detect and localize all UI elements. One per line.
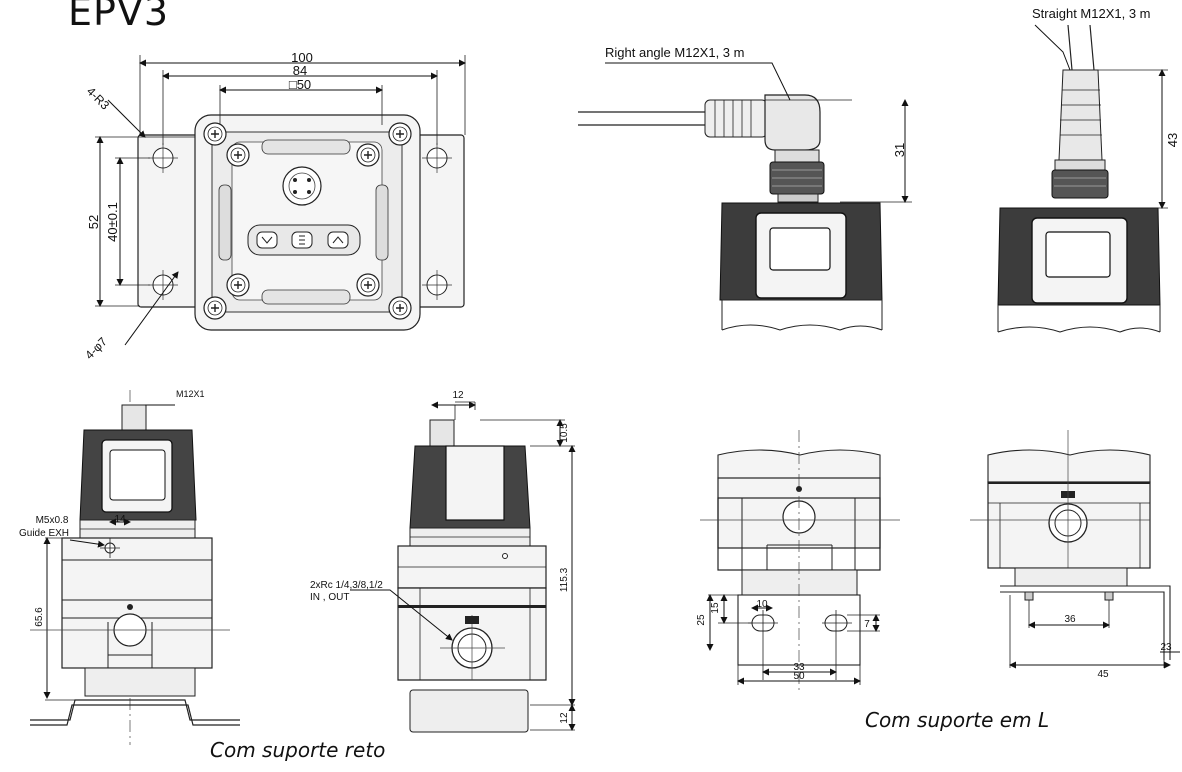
straight-view xyxy=(997,24,1168,333)
caption-l-bracket: Com suporte em L xyxy=(865,708,1050,732)
bracket-dim-23: 23 xyxy=(1160,642,1172,653)
dim-14: 14 xyxy=(114,514,126,525)
top-view xyxy=(95,55,466,346)
page-title: EPV3 xyxy=(68,0,170,34)
right-angle-view xyxy=(578,62,912,331)
bracket-side-view xyxy=(970,430,1180,669)
dim-r3: 4-R3 xyxy=(84,84,113,113)
up-key-icon xyxy=(327,231,349,249)
dim-31: 31 xyxy=(892,143,907,157)
down-key-icon xyxy=(256,231,278,249)
dim-50-square: □50 xyxy=(289,77,311,92)
bracket-dim-25: 25 xyxy=(696,614,707,626)
bracket-dim-45: 45 xyxy=(1097,669,1109,680)
exh-label-2: Guide EXH xyxy=(19,528,69,539)
dim-65-6: 65.6 xyxy=(34,607,45,627)
dim-100: 100 xyxy=(291,50,313,65)
bracket-dim-33: 33 xyxy=(793,662,805,673)
cable-straight xyxy=(1067,24,1095,71)
dim-10-5: 10.5 xyxy=(559,423,570,443)
m12-label: M12X1 xyxy=(176,389,205,399)
side-view xyxy=(350,401,576,733)
caption-straight-bracket: Com suporte reto xyxy=(210,738,386,762)
bracket-dim-10: 10 xyxy=(756,599,768,610)
dim-12-bottom: 12 xyxy=(559,712,570,724)
port-label-2: IN , OUT xyxy=(310,592,349,603)
cable-right-angle xyxy=(578,111,705,126)
dim-12-top: 12 xyxy=(452,390,464,401)
dim-52: 52 xyxy=(86,215,101,229)
port-label-1: 2xRc 1/4,3/8,1/2 xyxy=(310,580,383,591)
exh-label-1: M5x0.8 xyxy=(36,515,69,526)
dim-40: 40±0.1 xyxy=(105,202,120,242)
bracket-dim-15: 15 xyxy=(710,602,721,614)
bracket-dim-36: 36 xyxy=(1064,614,1076,625)
right-angle-label: Right angle M12X1, 3 m xyxy=(605,45,744,60)
bracket-front-view xyxy=(700,430,900,690)
dim-43: 43 xyxy=(1165,133,1180,147)
front-view xyxy=(30,390,240,745)
straight-label: Straight M12X1, 3 m xyxy=(1032,6,1151,21)
dim-holes: 4-φ7 xyxy=(82,334,110,362)
bracket-dim-7: 7 xyxy=(864,619,870,630)
bracket-dim-50: 50 xyxy=(793,671,805,682)
dim-115-3: 115.3 xyxy=(559,567,570,592)
dim-84: 84 xyxy=(293,63,307,78)
